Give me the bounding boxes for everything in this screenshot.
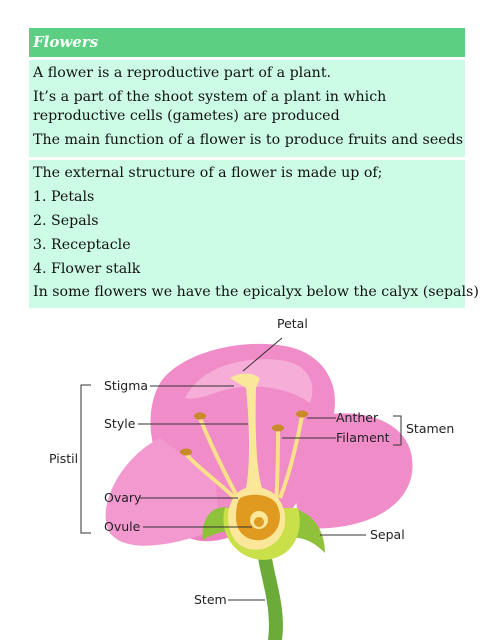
structure-item-2: 2. Sepals xyxy=(33,212,99,229)
intro-line-2: It’s a part of the shoot system of a pla… xyxy=(33,88,387,125)
filament-4 xyxy=(274,429,280,504)
label-ovule: Ovule xyxy=(104,519,141,534)
filament-3 xyxy=(278,415,304,499)
structure-box: The external structure of a flower is ma… xyxy=(29,160,479,308)
label-stigma: Stigma xyxy=(104,378,148,393)
petal-front-left xyxy=(105,438,220,546)
structure-item-3: 3. Receptacle xyxy=(33,236,131,253)
flower-diagram: Petal Stigma Style Pistil Ovary Ovule An… xyxy=(49,316,454,640)
anther-1 xyxy=(194,412,206,420)
ovule-core xyxy=(254,517,264,527)
anther-3 xyxy=(296,410,308,418)
label-style: Style xyxy=(104,416,136,431)
anther-2 xyxy=(180,448,192,456)
label-sepal: Sepal xyxy=(370,527,405,542)
stem-shape xyxy=(258,558,283,640)
label-anther: Anther xyxy=(336,410,379,425)
label-pistil: Pistil xyxy=(49,451,78,466)
structure-item-1: 1. Petals xyxy=(33,188,95,205)
label-filament: Filament xyxy=(336,430,390,445)
structure-item-4: 4. Flower stalk xyxy=(33,260,141,277)
intro-box: A flower is a reproductive part of a pla… xyxy=(29,60,465,157)
structure-note: In some flowers we have the epicalyx bel… xyxy=(33,284,479,301)
section-title: Flowers xyxy=(29,28,465,57)
label-petal: Petal xyxy=(277,316,308,331)
label-ovary: Ovary xyxy=(104,490,142,505)
intro-line-3: The main function of a flower is to prod… xyxy=(33,132,463,149)
anther-4 xyxy=(272,424,284,432)
structure-heading: The external structure of a flower is ma… xyxy=(33,165,383,181)
label-stem: Stem xyxy=(194,592,227,607)
label-stamen: Stamen xyxy=(406,421,454,436)
intro-line-1: A flower is a reproductive part of a pla… xyxy=(33,65,332,81)
